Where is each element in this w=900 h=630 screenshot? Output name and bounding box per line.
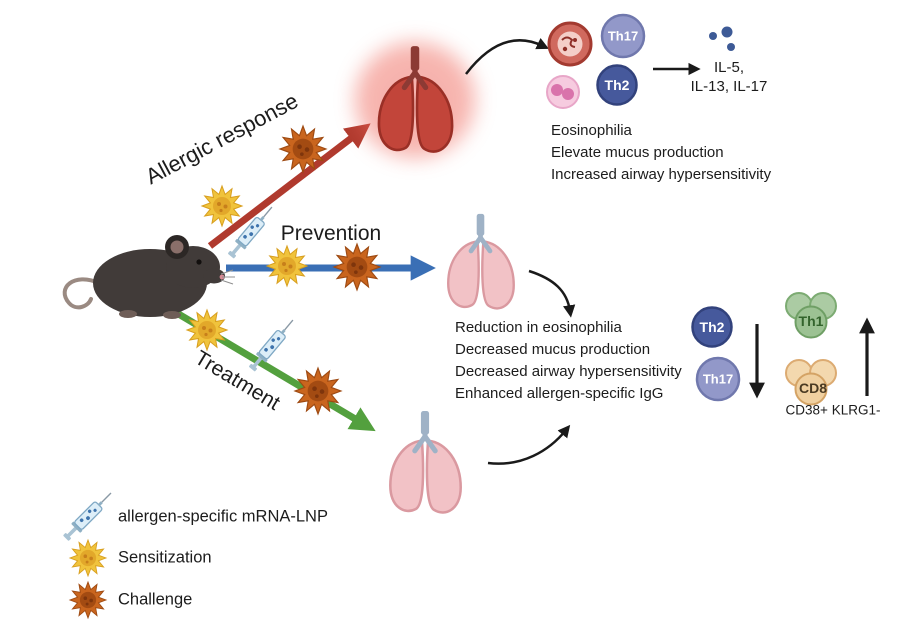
cytokine-dots-icon [709,26,735,51]
mouse-eye [196,259,202,265]
curved-arrow-prevention [528,269,576,318]
th17-cell-icon [695,356,741,402]
allergic-effect-line: Increased airway hypersensitivity [551,166,772,183]
th2-cell-icon [596,64,638,106]
allergic-effect-line: Eosinophilia [551,122,632,139]
th17-cell-label: Th17 [607,28,639,44]
th17-cell-icon [600,13,646,59]
curved-arrow-treatment [487,424,571,465]
syringe-icon [246,315,299,374]
th2-cell-icon [691,306,733,348]
legend-sensitization-label: Sensitization [118,548,212,567]
healthy-lungs-prevention-icon [447,213,515,310]
treated-effects-text: Reduction in eosinophilia Decreased mucu… [455,317,682,405]
inflamed-lungs-icon [377,46,454,153]
cd8-markers-label: CD38+ KLRG1- [785,402,881,418]
treated-effect-line: Decreased mucus production [455,341,651,358]
legend-challenge-label: Challenge [118,590,193,609]
sensitization-icon [266,245,308,287]
allergic-effects-text: Eosinophilia Elevate mucus production In… [551,120,771,186]
mouse-tail [62,277,101,310]
allergic-response-arrow [207,123,371,249]
challenge-icon [333,243,381,291]
healthy-lungs-treatment-icon [389,411,462,514]
treated-effect-line: Reduction in eosinophilia [455,319,622,336]
sensitization-icon [186,309,228,351]
treated-effect-line: Decreased airway hypersensitivity [455,363,682,380]
cd8-cell-label: CD8 [798,380,828,396]
allergic-effect-line: Elevate mucus production [551,144,724,161]
inflamed-airway-icon [547,21,593,67]
cd8-cells-icon [785,359,837,406]
th1-cell-label: Th1 [798,313,824,329]
cytokine-line-1: IL-5, [713,59,744,76]
cytokine-list: IL-5, IL-13, IL-17 [691,58,768,96]
th1-cells-icon [785,292,837,339]
legend-syringe-icon [60,487,117,544]
treated-effect-line: Enhanced allergen-specific IgG [455,385,664,402]
th17-cell-label: Th17 [702,371,734,387]
th2-cell-label: Th2 [699,319,725,335]
eosinophil-icon [546,75,580,109]
legend-challenge-icon [69,581,107,619]
cytokine-line-2: IL-13, IL-17 [690,78,768,95]
prevention-label: Prevention [280,222,382,245]
curved-arrow-allergic [465,37,549,75]
mouse-icon [62,235,235,319]
th2-cell-label: Th2 [604,77,630,93]
sensitization-icon [201,185,243,227]
legend-sensitization-icon [69,539,107,577]
legend-mrna-lnp-label: allergen-specific mRNA-LNP [118,507,328,526]
